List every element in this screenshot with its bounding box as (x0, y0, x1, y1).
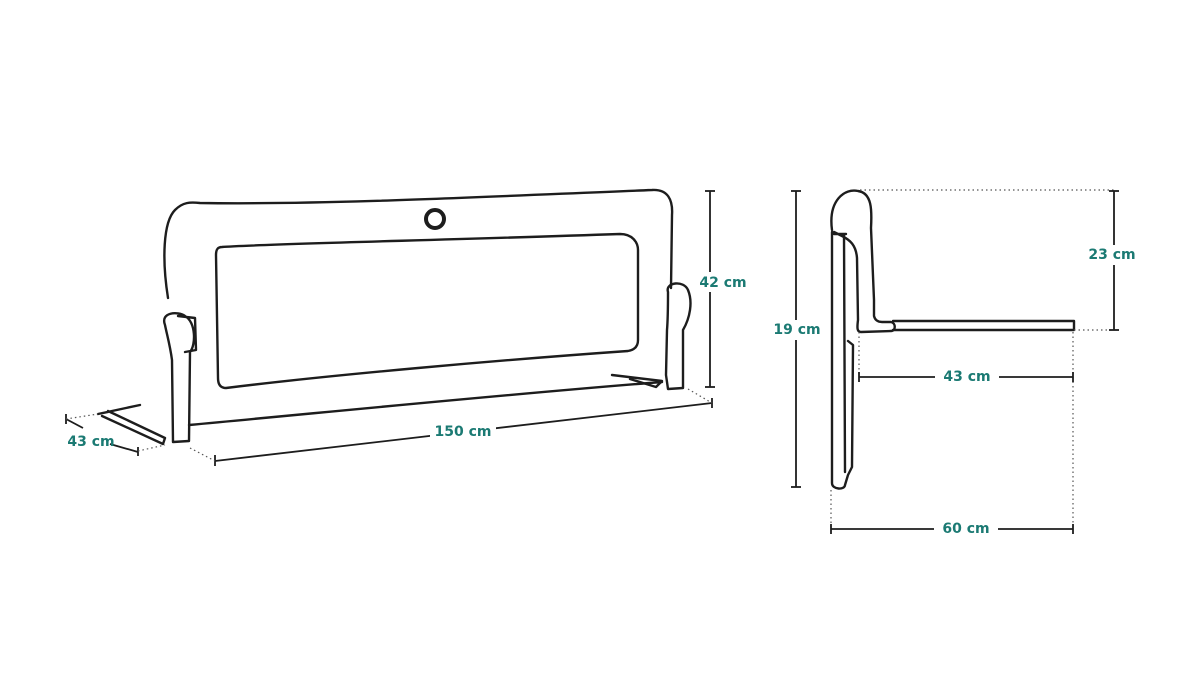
side-total-depth-label: 60 cm (942, 521, 989, 537)
side-upper-height-label: 23 cm (1088, 247, 1135, 263)
left-foot (96, 403, 167, 446)
adjust-knob-icon (424, 208, 446, 230)
front-depth-label: 43 cm (67, 434, 114, 450)
side-board (891, 319, 1076, 332)
side-base-depth-label: 43 cm (943, 369, 990, 385)
front-view: 42 cm 150 cm 43 cm (65, 188, 749, 466)
right-leg (664, 282, 692, 391)
side-view: 19 cm 23 cm 43 cm 60 cm (770, 189, 1140, 539)
right-foot (610, 373, 664, 389)
mesh-window (214, 232, 640, 390)
front-height-label: 42 cm (699, 275, 746, 291)
side-profile-outline (830, 189, 896, 490)
front-length-label: 150 cm (435, 424, 492, 440)
rail-panel-outline (163, 188, 674, 427)
left-leg (162, 312, 198, 444)
side-total-height-label: 19 cm (773, 322, 820, 338)
